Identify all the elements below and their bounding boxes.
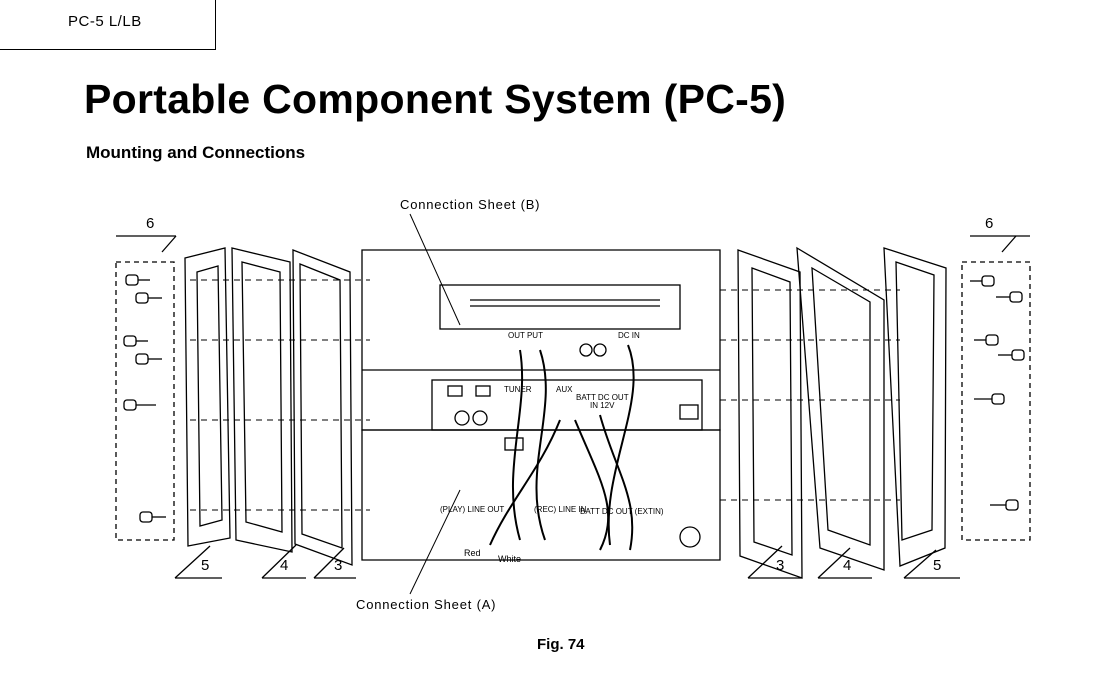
left-screw-box [115, 261, 175, 541]
connection-sheet-b-label: Connection Sheet (B) [400, 197, 541, 212]
figure-caption: Fig. 74 [537, 636, 585, 653]
part-number-6-right: 6 [985, 215, 994, 232]
output-label: OUT PUT [508, 331, 543, 340]
left-panel-5 [184, 247, 231, 547]
tuner-label: TUNER [504, 385, 532, 394]
page-subtitle: Mounting and Connections [86, 143, 306, 162]
wire-white-label: White [498, 554, 521, 564]
part-number-6-left: 6 [146, 215, 155, 232]
part-number-5-right: 5 [933, 557, 942, 574]
model-label: PC-5 L/LB [68, 13, 142, 30]
right-panel-4 [796, 246, 885, 571]
play-line-out-label: (PLAY) LINE OUT [440, 505, 504, 514]
right-panel-3 [737, 249, 803, 579]
right-screws [970, 275, 1025, 511]
main-unit [361, 249, 721, 561]
dc-in-label: DC IN [618, 331, 640, 340]
part-number-3-left: 3 [334, 557, 343, 574]
aux-label: AUX [556, 385, 573, 394]
left-screws [123, 274, 166, 523]
left-panel-4 [231, 247, 293, 553]
wire-red-label: Red [464, 548, 481, 558]
batt-dc-out-extin-label: BATT DC OUT (EXTIN) [580, 507, 664, 516]
part-number-4-right: 4 [843, 557, 852, 574]
part-number-3-right: 3 [776, 557, 785, 574]
left-panel-3 [292, 249, 353, 566]
right-panel-5 [883, 247, 947, 567]
rec-line-in-label: (REC) LINE IN [534, 505, 587, 514]
part-number-4-left: 4 [280, 557, 289, 574]
in-12v-label: IN 12V [590, 401, 615, 410]
model-box: PC-5 L/LB [0, 0, 216, 50]
page-title: Portable Component System (PC-5) [84, 76, 787, 122]
right-screw-box [961, 261, 1031, 541]
part-number-5-left: 5 [201, 557, 210, 574]
batt-dc-out-label: BATT DC OUT [576, 393, 629, 402]
connection-sheet-a-label: Connection Sheet (A) [356, 597, 497, 612]
